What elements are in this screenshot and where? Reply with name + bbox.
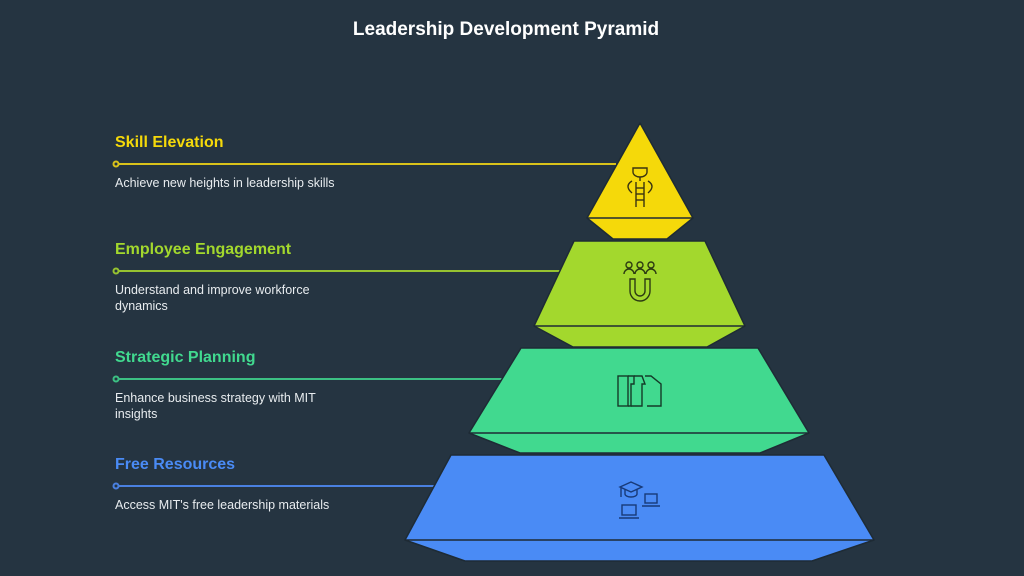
tier-desc-skill-elevation: Achieve new heights in leadership skills	[115, 176, 335, 190]
tier-strategic-planning	[468, 347, 810, 454]
diagram-title: Leadership Development Pyramid	[352, 19, 660, 40]
tier-employee-engagement	[533, 240, 746, 348]
trophy-ladder-icon	[627, 167, 653, 207]
connector-dot	[112, 267, 120, 275]
tier-desc-employee-engagement: Understand and improve workforce dynamic…	[115, 283, 310, 313]
tier-desc-strategic-planning: Enhance business strategy with MIT insig…	[115, 391, 316, 421]
tier-label-strategic-planning: Strategic Planning	[115, 349, 256, 366]
connector-dot	[112, 375, 120, 383]
tier-label-employee-engagement: Employee Engagement	[115, 241, 292, 258]
strategy-panels-icon	[617, 375, 662, 407]
connector-dot	[112, 482, 120, 490]
tier-label-free-resources: Free Resources	[115, 456, 236, 473]
people-magnet-icon	[623, 261, 657, 302]
tier-desc-free-resources: Access MIT's free leadership materials	[115, 498, 330, 512]
tier-free-resources	[404, 454, 875, 562]
graduation-laptops-icon	[618, 481, 660, 519]
connector-dot	[112, 160, 120, 168]
tier-label-skill-elevation: Skill Elevation	[115, 134, 224, 151]
